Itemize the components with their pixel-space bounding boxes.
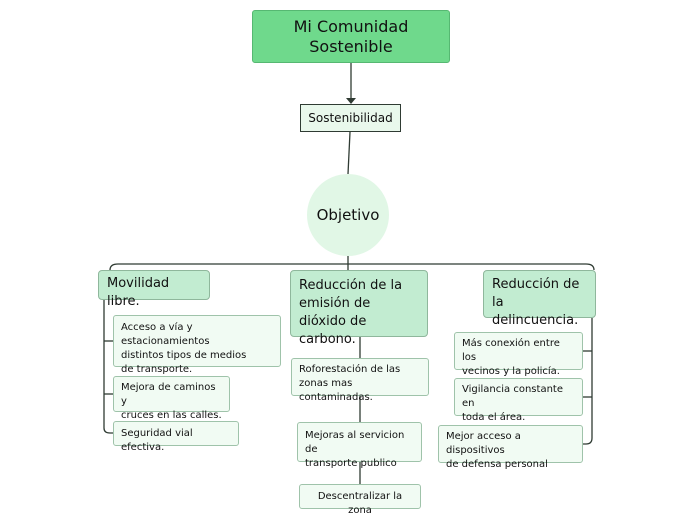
link-branch1-children	[103, 300, 113, 434]
branch-bus	[109, 263, 595, 271]
sub-node-mejora-caminos[interactable]: Mejora de caminos y cruces en las calles…	[113, 376, 230, 421]
sub-node-label: Mejor acceso a dispositivos de defensa p…	[446, 431, 548, 470]
sub-node-label: Mejora de caminos y cruces en las calles…	[121, 382, 222, 421]
branch-label: Reducción de la delincuencia.	[492, 277, 580, 328]
root-node[interactable]: Mi Comunidad Sostenible	[252, 10, 450, 63]
link-concept-objective	[347, 131, 351, 175]
sub-node-reforestacion[interactable]: Roforestación de las zonas mas contamina…	[291, 358, 429, 403]
root-label: Mi Comunidad Sostenible	[293, 16, 409, 56]
sub-node-label: Mejoras al servicion de transporte publi…	[305, 430, 405, 469]
objective-node[interactable]: Objetivo	[307, 174, 389, 256]
sub-node-label: Vigilancia constante en toda el área.	[462, 384, 563, 423]
concept-node-sostenibilidad[interactable]: Sostenibilidad	[300, 104, 401, 132]
sub-node-label: Descentralizar la zona	[317, 491, 403, 516]
concept-label: Sostenibilidad	[308, 111, 393, 125]
objective-label: Objetivo	[316, 206, 380, 224]
branch-node-delincuencia[interactable]: Reducción de la delincuencia.	[483, 270, 596, 328]
branch-label: Movilidad libre.	[107, 276, 170, 309]
branch-label: Reducción de la emisión de dióxido de ca…	[299, 278, 403, 347]
sub-node-label: Más conexión entre los vecinos y la poli…	[462, 338, 560, 377]
sub-node-vigilancia[interactable]: Vigilancia constante en toda el área.	[454, 378, 583, 423]
sub-node-descentralizar[interactable]: Descentralizar la zona	[299, 484, 421, 516]
branch-node-reduccion-co2[interactable]: Reducción de la emisión de dióxido de ca…	[290, 270, 428, 347]
sub-node-acceso-via[interactable]: Acceso a vía y estacionamientos distinto…	[113, 315, 281, 375]
branch-node-movilidad[interactable]: Movilidad libre.	[98, 270, 210, 309]
sub-node-label: Acceso a vía y estacionamientos distinto…	[121, 322, 247, 375]
arrowhead	[346, 98, 356, 104]
sub-node-label: Roforestación de las zonas mas contamina…	[299, 364, 401, 403]
sub-node-label: Seguridad vial efectiva.	[121, 428, 193, 453]
sub-node-transporte-publico[interactable]: Mejoras al servicion de transporte publi…	[297, 422, 422, 469]
sub-node-defensa-personal[interactable]: Mejor acceso a dispositivos de defensa p…	[438, 425, 583, 470]
sub-node-seguridad-vial[interactable]: Seguridad vial efectiva.	[113, 421, 239, 453]
link-branch3-children	[583, 318, 593, 445]
sub-node-conexion-policia[interactable]: Más conexión entre los vecinos y la poli…	[454, 332, 583, 377]
